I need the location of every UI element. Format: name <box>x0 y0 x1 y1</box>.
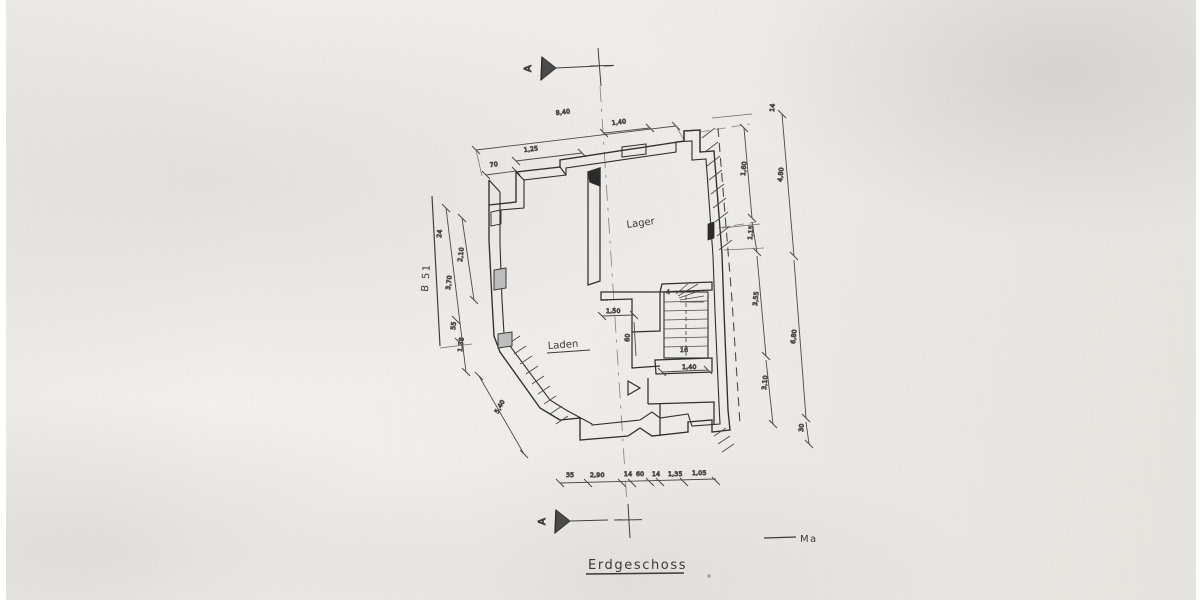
dimension-bottom-1-35: 1,35 <box>668 471 683 478</box>
dimension-right-1-60: 1,60 <box>740 161 748 176</box>
dimension-bottom-1-05: 1,05 <box>692 470 707 477</box>
dimension-interior-1-40: 1,40 <box>682 364 697 371</box>
stair-count-label: 4 <box>666 289 670 296</box>
dimension-chain-right-outer: 14 4,80 6,80 30 <box>769 103 814 449</box>
property-boundary-east <box>717 127 741 425</box>
dimension-right-3-55: 3,55 <box>752 291 760 306</box>
dimension-left-5-40: 5,40 <box>494 399 507 415</box>
dimension-left-3-70: 3,70 <box>445 275 454 290</box>
dimension-bottom-35: 35 <box>566 472 574 479</box>
page-margin-left <box>0 0 6 600</box>
dimension-bottom-14a: 14 <box>624 471 632 478</box>
dimension-chain-left: 24 3,70 55 1,38 2,10 <box>436 203 479 377</box>
dimension-top-1-40: 1,40 <box>611 118 626 127</box>
room-name-laden: Laden <box>547 339 578 352</box>
street-label: B 51 <box>420 263 433 292</box>
dimension-bottom-2-90: 2,90 <box>590 472 605 479</box>
page-margin-right <box>1196 0 1200 600</box>
dimension-bottom-14b: 14 <box>652 471 660 478</box>
staircase: 4 16 <box>663 281 709 359</box>
dimension-right-6-80: 6,80 <box>790 329 798 344</box>
scan-speck <box>707 574 711 578</box>
dimension-right-30: 30 <box>798 423 806 432</box>
dimension-top-70: 70 <box>489 161 498 169</box>
dimension-right-3-10: 3,10 <box>761 375 769 390</box>
stair-step-label: 16 <box>680 347 688 354</box>
dimension-chain-right-inner: 1,60 1,15 3,55 3,10 <box>711 113 778 429</box>
dimension-interior-1-50: 1,50 <box>606 308 621 315</box>
street-reference: B 51 <box>420 195 441 347</box>
scale-note-group: Ma <box>763 534 818 545</box>
dimension-interior: 1,50 60 1,40 <box>597 308 713 377</box>
dimension-chain-top-sub: 1,25 70 <box>481 145 587 180</box>
dimension-left-24: 24 <box>436 229 444 238</box>
dimension-chain-bottom: 35 2,90 14 60 14 1,35 1,05 <box>555 470 721 488</box>
dimension-top-1-25: 1,25 <box>523 145 538 154</box>
dimension-left-2-10: 2,10 <box>457 247 466 262</box>
drawing-title: Erdgeschoss <box>588 558 687 573</box>
door-symbols <box>627 221 715 397</box>
building-walls <box>488 129 731 441</box>
dimension-left-55: 55 <box>450 321 458 330</box>
dimension-left-outer: 5,40 <box>474 371 529 459</box>
scale-note: Ma <box>800 534 818 545</box>
section-marker-top: A <box>523 47 615 87</box>
room-name-lager: Lager <box>626 216 656 231</box>
dimension-top-8-40: 8,40 <box>555 108 570 117</box>
boundary-cross-lines <box>699 123 757 229</box>
dimension-right-1-15: 1,15 <box>747 225 755 240</box>
drawing-title-group: Erdgeschoss <box>585 558 687 575</box>
dimension-interior-60: 60 <box>624 333 632 342</box>
window-openings <box>490 209 513 349</box>
axis-lines <box>599 85 628 505</box>
section-label-top: A <box>523 64 534 72</box>
hatch-southwest <box>507 335 569 425</box>
dimension-right-4-80: 4,80 <box>777 167 785 182</box>
dimension-right-14: 14 <box>769 103 777 112</box>
section-marker-bottom: A <box>537 503 643 539</box>
dimension-bottom-60: 60 <box>636 471 644 478</box>
room-label-lager: Lager <box>626 216 656 231</box>
room-label-laden: Laden <box>546 339 591 354</box>
interior-partitions <box>587 167 715 436</box>
section-label-bottom: A <box>537 517 548 525</box>
hatch-southeast <box>713 427 735 453</box>
dimension-chain-top: 8,40 1,40 <box>471 108 685 177</box>
hatch-east <box>701 127 733 251</box>
